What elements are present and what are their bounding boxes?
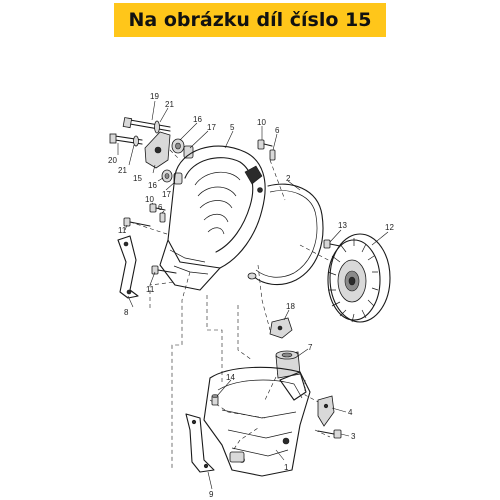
collar-17-low xyxy=(173,172,183,185)
bolt-19 xyxy=(122,117,171,134)
callout-2: 2 xyxy=(286,174,291,183)
callout-19: 19 xyxy=(150,92,159,101)
pin-6-top xyxy=(269,149,276,161)
callout-11-lower: 11 xyxy=(146,285,155,294)
shroud-5 xyxy=(159,145,266,291)
callout-10-top: 10 xyxy=(257,118,266,127)
title-banner: Na obrázku díl číslo 15 xyxy=(114,3,386,37)
callout-15: 15 xyxy=(133,174,142,183)
callout-18: 18 xyxy=(286,302,295,311)
callout-11-upper: 11 xyxy=(118,226,127,235)
bolt-13 xyxy=(323,239,341,249)
clip-4 xyxy=(317,395,335,427)
damper-16-top xyxy=(171,138,185,154)
callout-6-left: 6 xyxy=(158,203,163,212)
callout-5: 5 xyxy=(230,123,235,132)
callout-17-top: 17 xyxy=(207,123,216,132)
grommet-7 xyxy=(275,350,301,379)
callout-10-left: 10 xyxy=(145,195,154,204)
collar-17-top xyxy=(183,145,194,159)
bolt-11-lower xyxy=(151,265,177,275)
bracket-9 xyxy=(185,413,215,473)
callout-1: 1 xyxy=(284,463,289,472)
callout-17-low: 17 xyxy=(162,190,171,199)
cooling-fan-12 xyxy=(327,233,391,323)
bolt-11-upper xyxy=(123,217,151,227)
callout-13: 13 xyxy=(338,221,347,230)
screw-10-top xyxy=(257,139,273,150)
callout-14: 14 xyxy=(226,373,235,382)
callout-9: 9 xyxy=(209,490,214,499)
gasket-2 xyxy=(247,183,324,286)
callout-21-low: 21 xyxy=(118,166,127,175)
pin-14 xyxy=(211,394,219,406)
callout-7: 7 xyxy=(308,343,313,352)
pin-6-left xyxy=(159,212,166,223)
callout-16-low: 16 xyxy=(148,181,157,190)
damper-16-low xyxy=(161,169,173,183)
bolt-20 xyxy=(109,133,143,147)
callout-21-top: 21 xyxy=(165,100,174,109)
callout-3: 3 xyxy=(351,432,356,441)
banner-text: Na obrázku díl číslo 15 xyxy=(128,9,372,31)
bracket-15 xyxy=(144,131,171,169)
bracket-8 xyxy=(117,235,139,299)
callout-6-top: 6 xyxy=(275,126,280,135)
bracket-18 xyxy=(269,317,293,339)
cover-1 xyxy=(203,366,311,477)
callout-4: 4 xyxy=(348,408,353,417)
leader-lines xyxy=(117,100,389,490)
callout-20: 20 xyxy=(108,156,117,165)
callout-labels: 19 21 16 17 5 10 6 20 21 15 16 17 2 10 6… xyxy=(108,92,394,499)
callout-16-top: 16 xyxy=(193,115,202,124)
callout-12: 12 xyxy=(385,223,394,232)
bolt-3 xyxy=(317,429,342,439)
callout-8: 8 xyxy=(124,308,129,317)
